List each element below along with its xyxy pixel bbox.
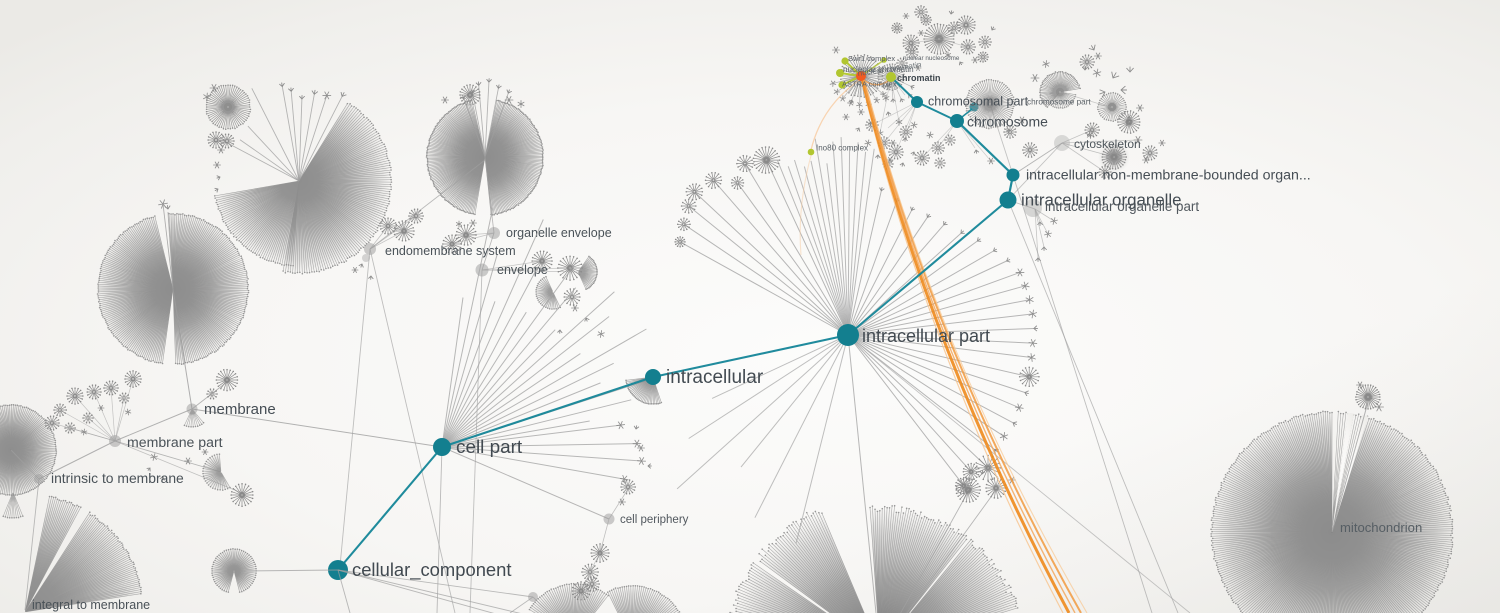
svg-text:ASTRA complex: ASTRA complex (842, 80, 897, 89)
svg-text:mitochondrion: mitochondrion (1340, 520, 1422, 535)
svg-text:envelope: envelope (497, 263, 548, 277)
svg-text:chromatin: chromatin (897, 73, 941, 83)
svg-text:cell periphery: cell periphery (620, 514, 689, 526)
svg-text:chromosomal part: chromosomal part (928, 95, 1029, 109)
svg-text:organelle envelope: organelle envelope (506, 226, 612, 240)
svg-text:Swr1 complex: Swr1 complex (848, 54, 895, 63)
svg-text:cellular_component: cellular_component (352, 559, 511, 581)
svg-text:cell part: cell part (456, 437, 523, 458)
svg-text:nuclear nucleosome: nuclear nucleosome (903, 55, 960, 62)
svg-text:intracellular non-membrane-bou: intracellular non-membrane-bounded organ… (1026, 168, 1311, 184)
svg-text:membrane part: membrane part (127, 434, 223, 450)
svg-text:integral to membrane: integral to membrane (32, 598, 150, 612)
svg-text:Ino80 complex: Ino80 complex (816, 144, 868, 153)
svg-text:intracellular part: intracellular part (862, 326, 990, 346)
svg-text:intracellular organelle part: intracellular organelle part (1045, 199, 1199, 214)
svg-text:chromosome part: chromosome part (1027, 98, 1091, 107)
svg-text:cytoskeleton: cytoskeleton (1074, 137, 1141, 151)
svg-text:membrane: membrane (204, 401, 276, 418)
svg-text:intracellular: intracellular (666, 367, 764, 388)
svg-text:nucleolar chromatin: nucleolar chromatin (843, 65, 914, 74)
svg-text:endomembrane system: endomembrane system (385, 244, 516, 258)
svg-text:chromosome: chromosome (967, 114, 1048, 130)
svg-text:intrinsic to membrane: intrinsic to membrane (51, 470, 184, 486)
svg-text:intracellular organelle: intracellular organelle (1021, 191, 1182, 210)
